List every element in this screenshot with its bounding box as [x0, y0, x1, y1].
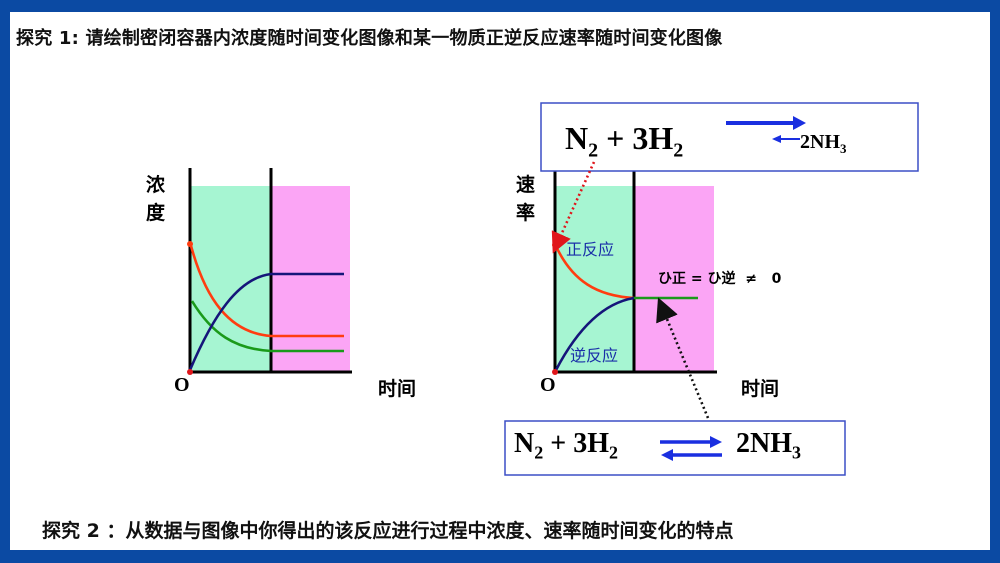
equation-top-rhs: 2NH3 [800, 131, 847, 157]
nitrogen-subscript: 2 [588, 139, 599, 162]
x-axis-label: 时间 [741, 378, 780, 400]
start-point [552, 242, 558, 248]
forward-rate-curve [553, 243, 635, 300]
pink-region [272, 186, 350, 372]
hydrogen-subscript: 2 [673, 139, 684, 162]
reactant-curve-green [190, 300, 344, 353]
ammonia-term: 2NH [800, 131, 840, 153]
equilibrium-condition-text: ひ正 = ひ逆 ≠ 0 [658, 271, 782, 287]
ammonia-subscript: 3 [792, 442, 801, 463]
equation-box-bottom [504, 420, 846, 476]
pink-region [635, 186, 714, 372]
y-axis-label-1: 速 [516, 174, 536, 196]
equation-bottom-rhs: 2NH3 [736, 428, 801, 464]
reverse-reaction-label: 逆反应 [570, 346, 619, 365]
black-dotted-arrow [656, 297, 710, 419]
origin-label: O [174, 374, 190, 396]
hydrogen-subscript: 2 [608, 442, 618, 463]
footer-question: 探究 2 ：从数据与图像中你得出的该反应进行过程中浓度、速率随时间变化的特点 [42, 520, 734, 542]
y-axis-label-2: 率 [516, 202, 536, 224]
equilibrium-arrows-icon [660, 436, 722, 461]
y-axis-label-1: 浓 [146, 174, 166, 196]
hydrogen-term: + 3H [543, 428, 609, 459]
nitrogen-subscript: 2 [534, 442, 544, 463]
origin-label: O [540, 374, 556, 396]
unequal-arrows-icon [726, 116, 806, 143]
equation-bottom-lhs: N2 + 3H2 [514, 428, 618, 464]
reactant-curve-red [188, 241, 344, 338]
hydrogen-term: + 3H [598, 120, 674, 156]
forward-reaction-label: 正反应 [566, 240, 615, 259]
equation-top-lhs: N2 + 3H2 [565, 120, 683, 162]
nitrogen-symbol: N [514, 428, 535, 459]
x-axis-label: 时间 [378, 378, 417, 400]
origin-dot [187, 369, 193, 375]
nitrogen-symbol: N [565, 120, 589, 156]
reverse-rate-curve [554, 296, 635, 371]
ammonia-subscript: 3 [840, 141, 847, 156]
equation-box-top [540, 102, 919, 172]
concentration-graph [187, 168, 352, 375]
product-curve-navy [188, 272, 344, 371]
page-title: 探究 1: 请绘制密闭容器内浓度随时间变化图像和某一物质正逆反应速率随时间变化图… [16, 28, 723, 49]
ammonia-term: 2NH [736, 428, 792, 459]
origin-dot [552, 369, 558, 375]
rate-graph [552, 168, 717, 375]
y-axis-label-2: 度 [146, 202, 166, 224]
start-point [187, 241, 193, 247]
